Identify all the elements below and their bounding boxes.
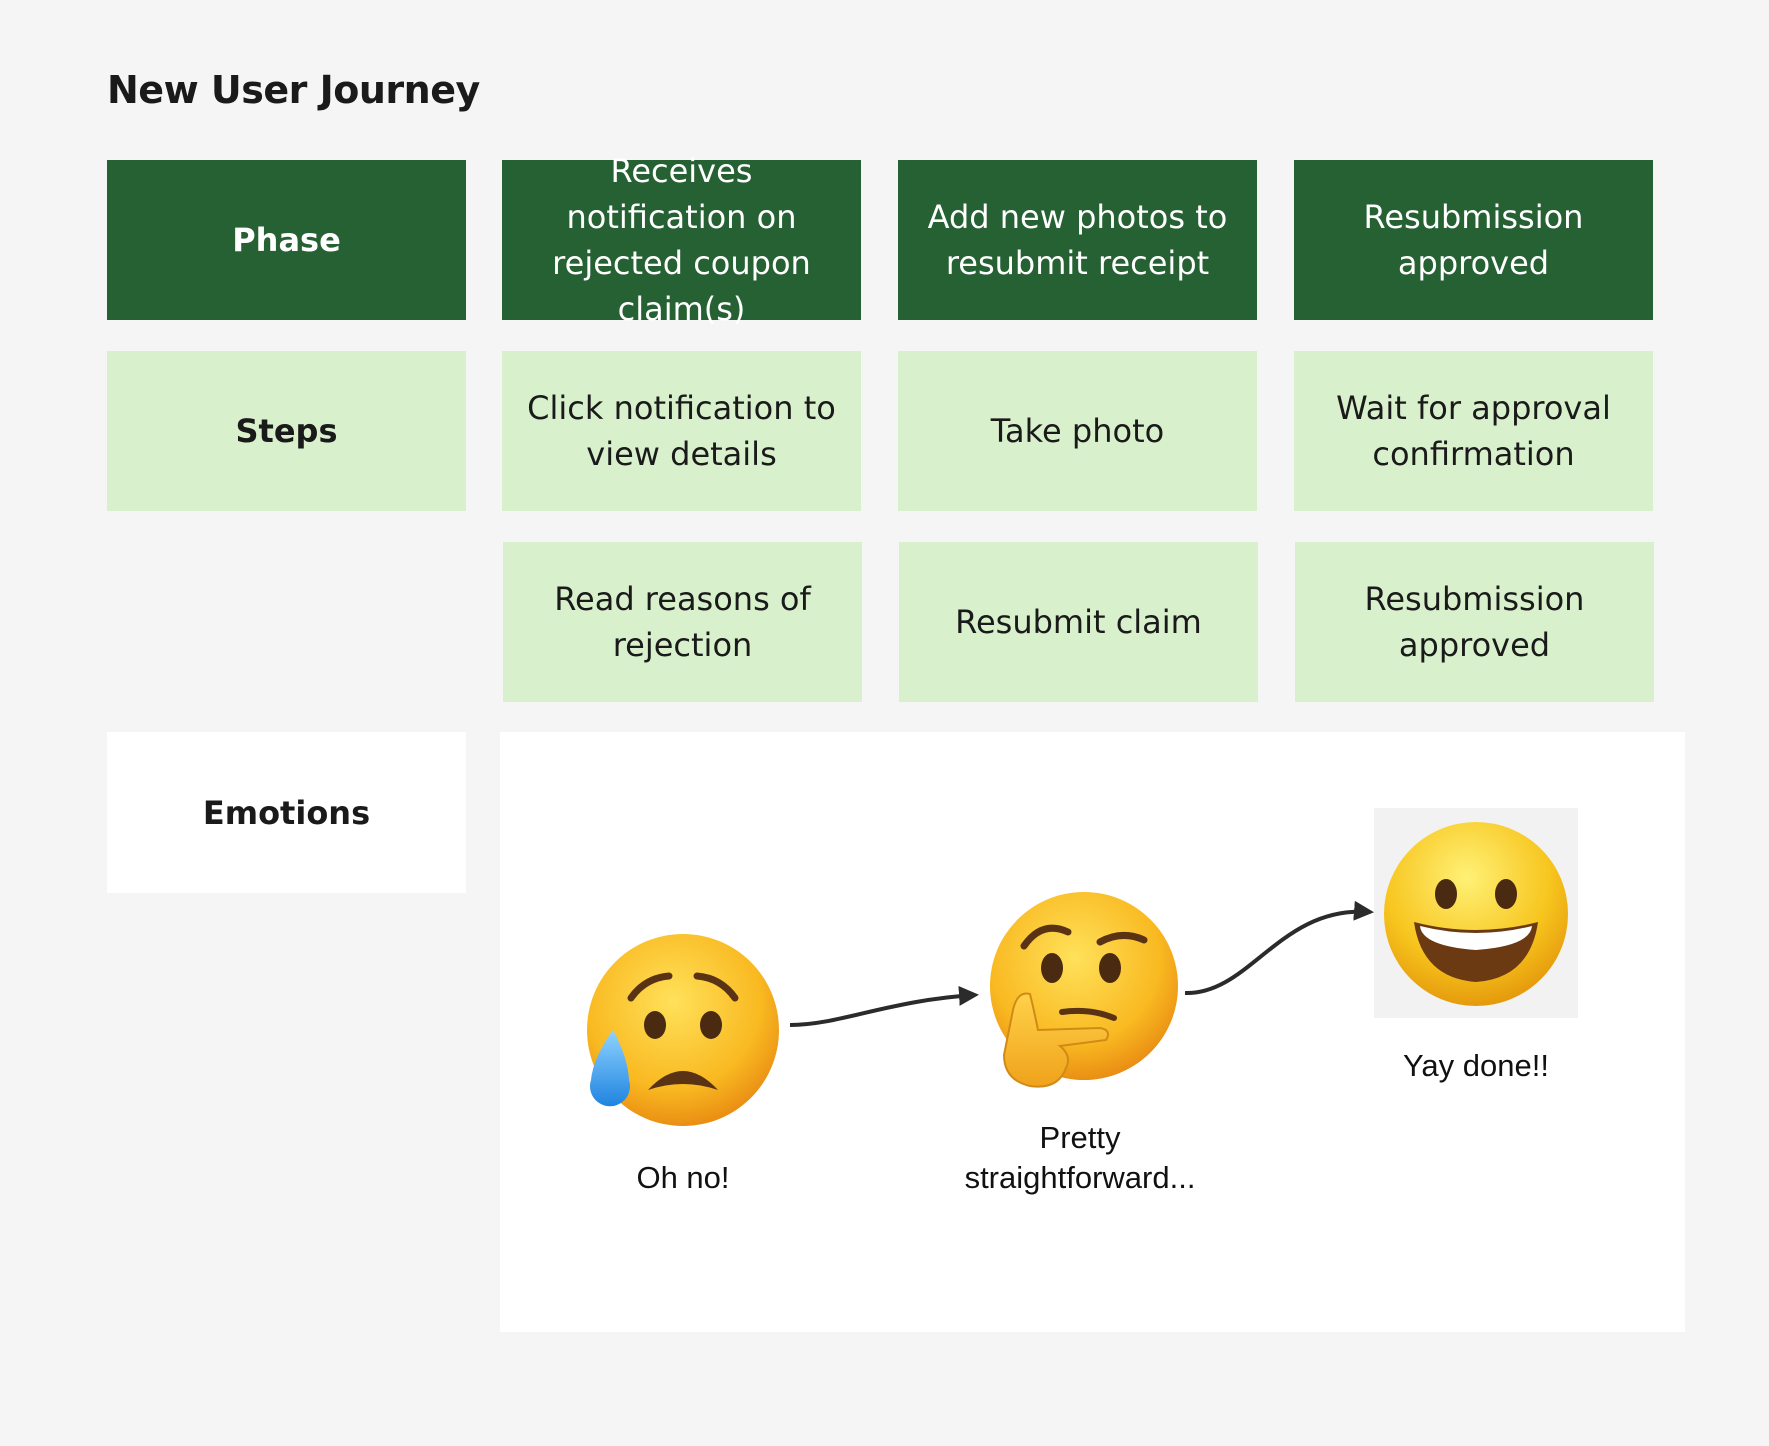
step-card-resubmission-approved: Resubmission approved (1295, 542, 1654, 702)
phase-row-label: Phase (107, 160, 466, 320)
phase-card-add-photos: Add new photos to resubmit receipt (898, 160, 1257, 320)
emotion-caption-straightforward: Pretty straightforward... (964, 1120, 1196, 1195)
sad-tear-face-icon (583, 930, 783, 1130)
steps-row-label: Steps (107, 351, 466, 511)
step-card-resubmit-claim: Resubmit claim (899, 542, 1258, 702)
phase-card-notification: Receives notification on rejected coupon… (502, 152, 861, 328)
phase-card-approved: Resubmission approved (1294, 160, 1653, 320)
thinking-face-icon (982, 890, 1182, 1100)
step-card-click-notification: Click notification to view details (502, 351, 861, 511)
step-card-take-photo: Take photo (898, 351, 1257, 511)
grinning-face-icon (1380, 818, 1572, 1010)
page-title: New User Journey (107, 68, 480, 112)
emotion-caption-oh-no: Oh no! (636, 1160, 730, 1195)
step-card-wait-approval: Wait for approval confirmation (1294, 351, 1653, 511)
step-card-read-reasons: Read reasons of rejection (503, 542, 862, 702)
emotions-row-label: Emotions (107, 732, 466, 893)
emotion-caption-yay-done: Yay done!! (1403, 1048, 1549, 1083)
